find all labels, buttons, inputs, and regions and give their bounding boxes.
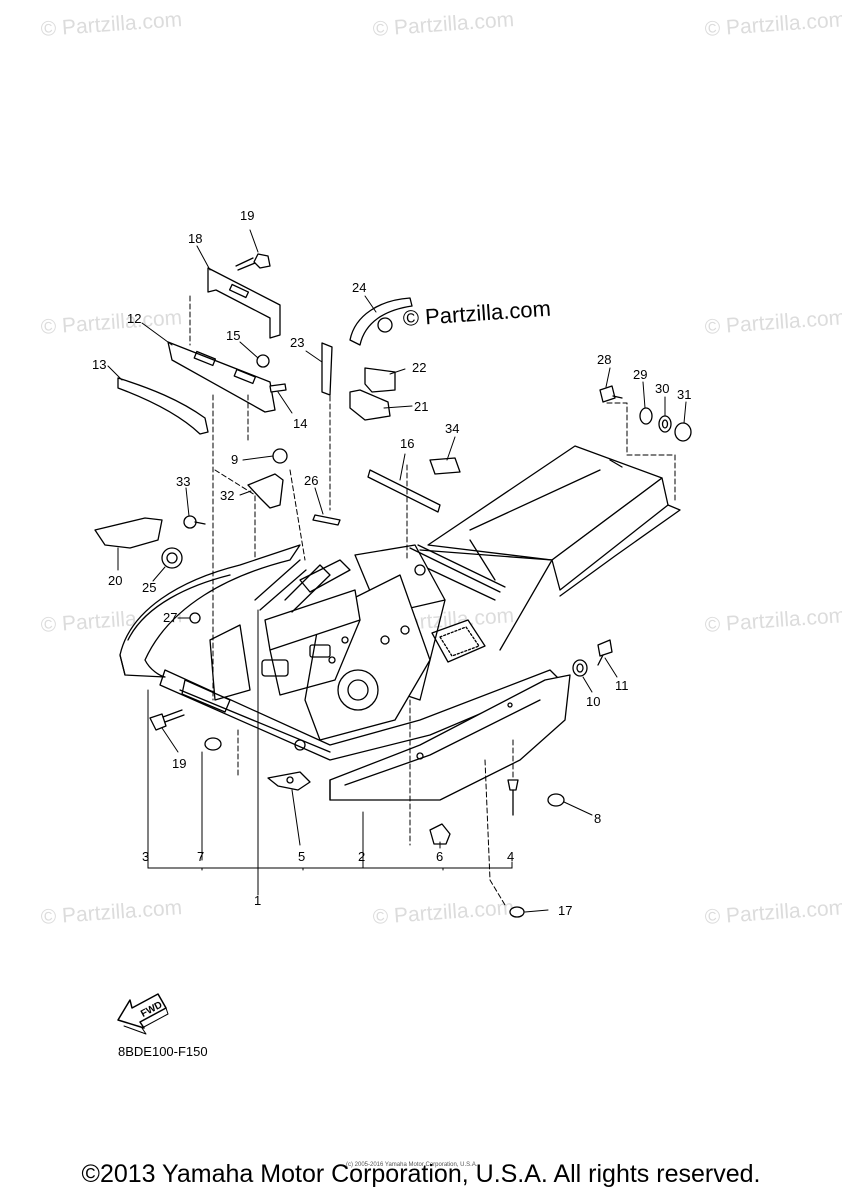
tiny-copyright: (c) 2005-2016 Yamaha Motor Corporation, …: [346, 1162, 478, 1168]
leader-lines: [107, 229, 687, 913]
callout-2: 2: [358, 849, 365, 864]
tab-26: [312, 514, 341, 526]
callout-34: 34: [445, 421, 459, 436]
diagram-code: 8BDE100-F150: [118, 1044, 208, 1059]
grommet-25: [161, 547, 183, 569]
grommet-9: [272, 448, 288, 464]
bracket-5: [267, 771, 311, 791]
cover-20: [94, 517, 163, 549]
callout-1: 1: [254, 893, 261, 908]
callout-13: 13: [92, 357, 106, 372]
callout-18: 18: [188, 231, 202, 246]
callout-12: 12: [127, 311, 141, 326]
footer-copyright: ©2013 Yamaha Motor Corporation, U.S.A. A…: [81, 1160, 761, 1188]
callout-4: 4: [507, 849, 514, 864]
cap-7: [204, 737, 222, 751]
callout-30: 30: [655, 381, 669, 396]
assembly-lines: [189, 295, 676, 906]
post-23: [321, 342, 333, 396]
plug-17: [509, 906, 525, 918]
callout-7: 7: [197, 849, 204, 864]
clip-6: [429, 823, 451, 845]
callout-20: 20: [108, 573, 122, 588]
nut-15: [256, 354, 270, 368]
callout-32: 32: [220, 488, 234, 503]
bolt-28: [599, 385, 623, 403]
tunnel-frame: [159, 445, 681, 761]
fwd-arrow-icon: FWD: [117, 993, 169, 1035]
callout-25: 25: [142, 580, 156, 595]
callout-15: 15: [226, 328, 240, 343]
bracket-32: [247, 473, 284, 509]
side-panel: [329, 674, 571, 801]
callout-3: 3: [142, 849, 149, 864]
bracket-18: [207, 267, 281, 339]
callout-28: 28: [597, 352, 611, 367]
block-22: [364, 367, 396, 393]
washer-30: [658, 415, 672, 433]
callout-19-lower: 19: [172, 756, 186, 771]
cap-27: [189, 612, 201, 624]
callout-33: 33: [176, 474, 190, 489]
callout-8: 8: [594, 811, 601, 826]
strip-16: [367, 469, 441, 513]
bolt-11: [597, 639, 613, 666]
decal-34: [429, 457, 461, 475]
callout-21: 21: [414, 399, 428, 414]
strap-13: [117, 377, 209, 435]
callout-14: 14: [293, 416, 307, 431]
bolt-19-top: [235, 253, 271, 271]
handle-24: [349, 297, 413, 346]
bolt-19-lower: [149, 709, 185, 731]
washer-29: [639, 407, 653, 425]
callout-5: 5: [298, 849, 305, 864]
callout-6: 6: [436, 849, 443, 864]
clip-14: [269, 383, 287, 393]
callout-16: 16: [400, 436, 414, 451]
bolt-33: [183, 515, 206, 529]
nose-cowl: [119, 544, 301, 678]
callout-10: 10: [586, 694, 600, 709]
rivet-4: [507, 779, 519, 816]
callout-17: 17: [558, 903, 572, 918]
callout-24: 24: [352, 280, 366, 295]
callout-23: 23: [290, 335, 304, 350]
callout-19-top: 19: [240, 208, 254, 223]
nut-31: [674, 422, 692, 442]
nut-10: [572, 659, 588, 677]
plug-8: [547, 793, 565, 807]
block-21: [349, 389, 391, 421]
callout-26: 26: [304, 473, 318, 488]
callout-22: 22: [412, 360, 426, 375]
callout-29: 29: [633, 367, 647, 382]
callout-11: 11: [615, 678, 629, 693]
callout-27: 27: [163, 610, 177, 625]
callout-9: 9: [231, 452, 238, 467]
plate-12: [167, 341, 276, 413]
callout-31: 31: [677, 387, 691, 402]
